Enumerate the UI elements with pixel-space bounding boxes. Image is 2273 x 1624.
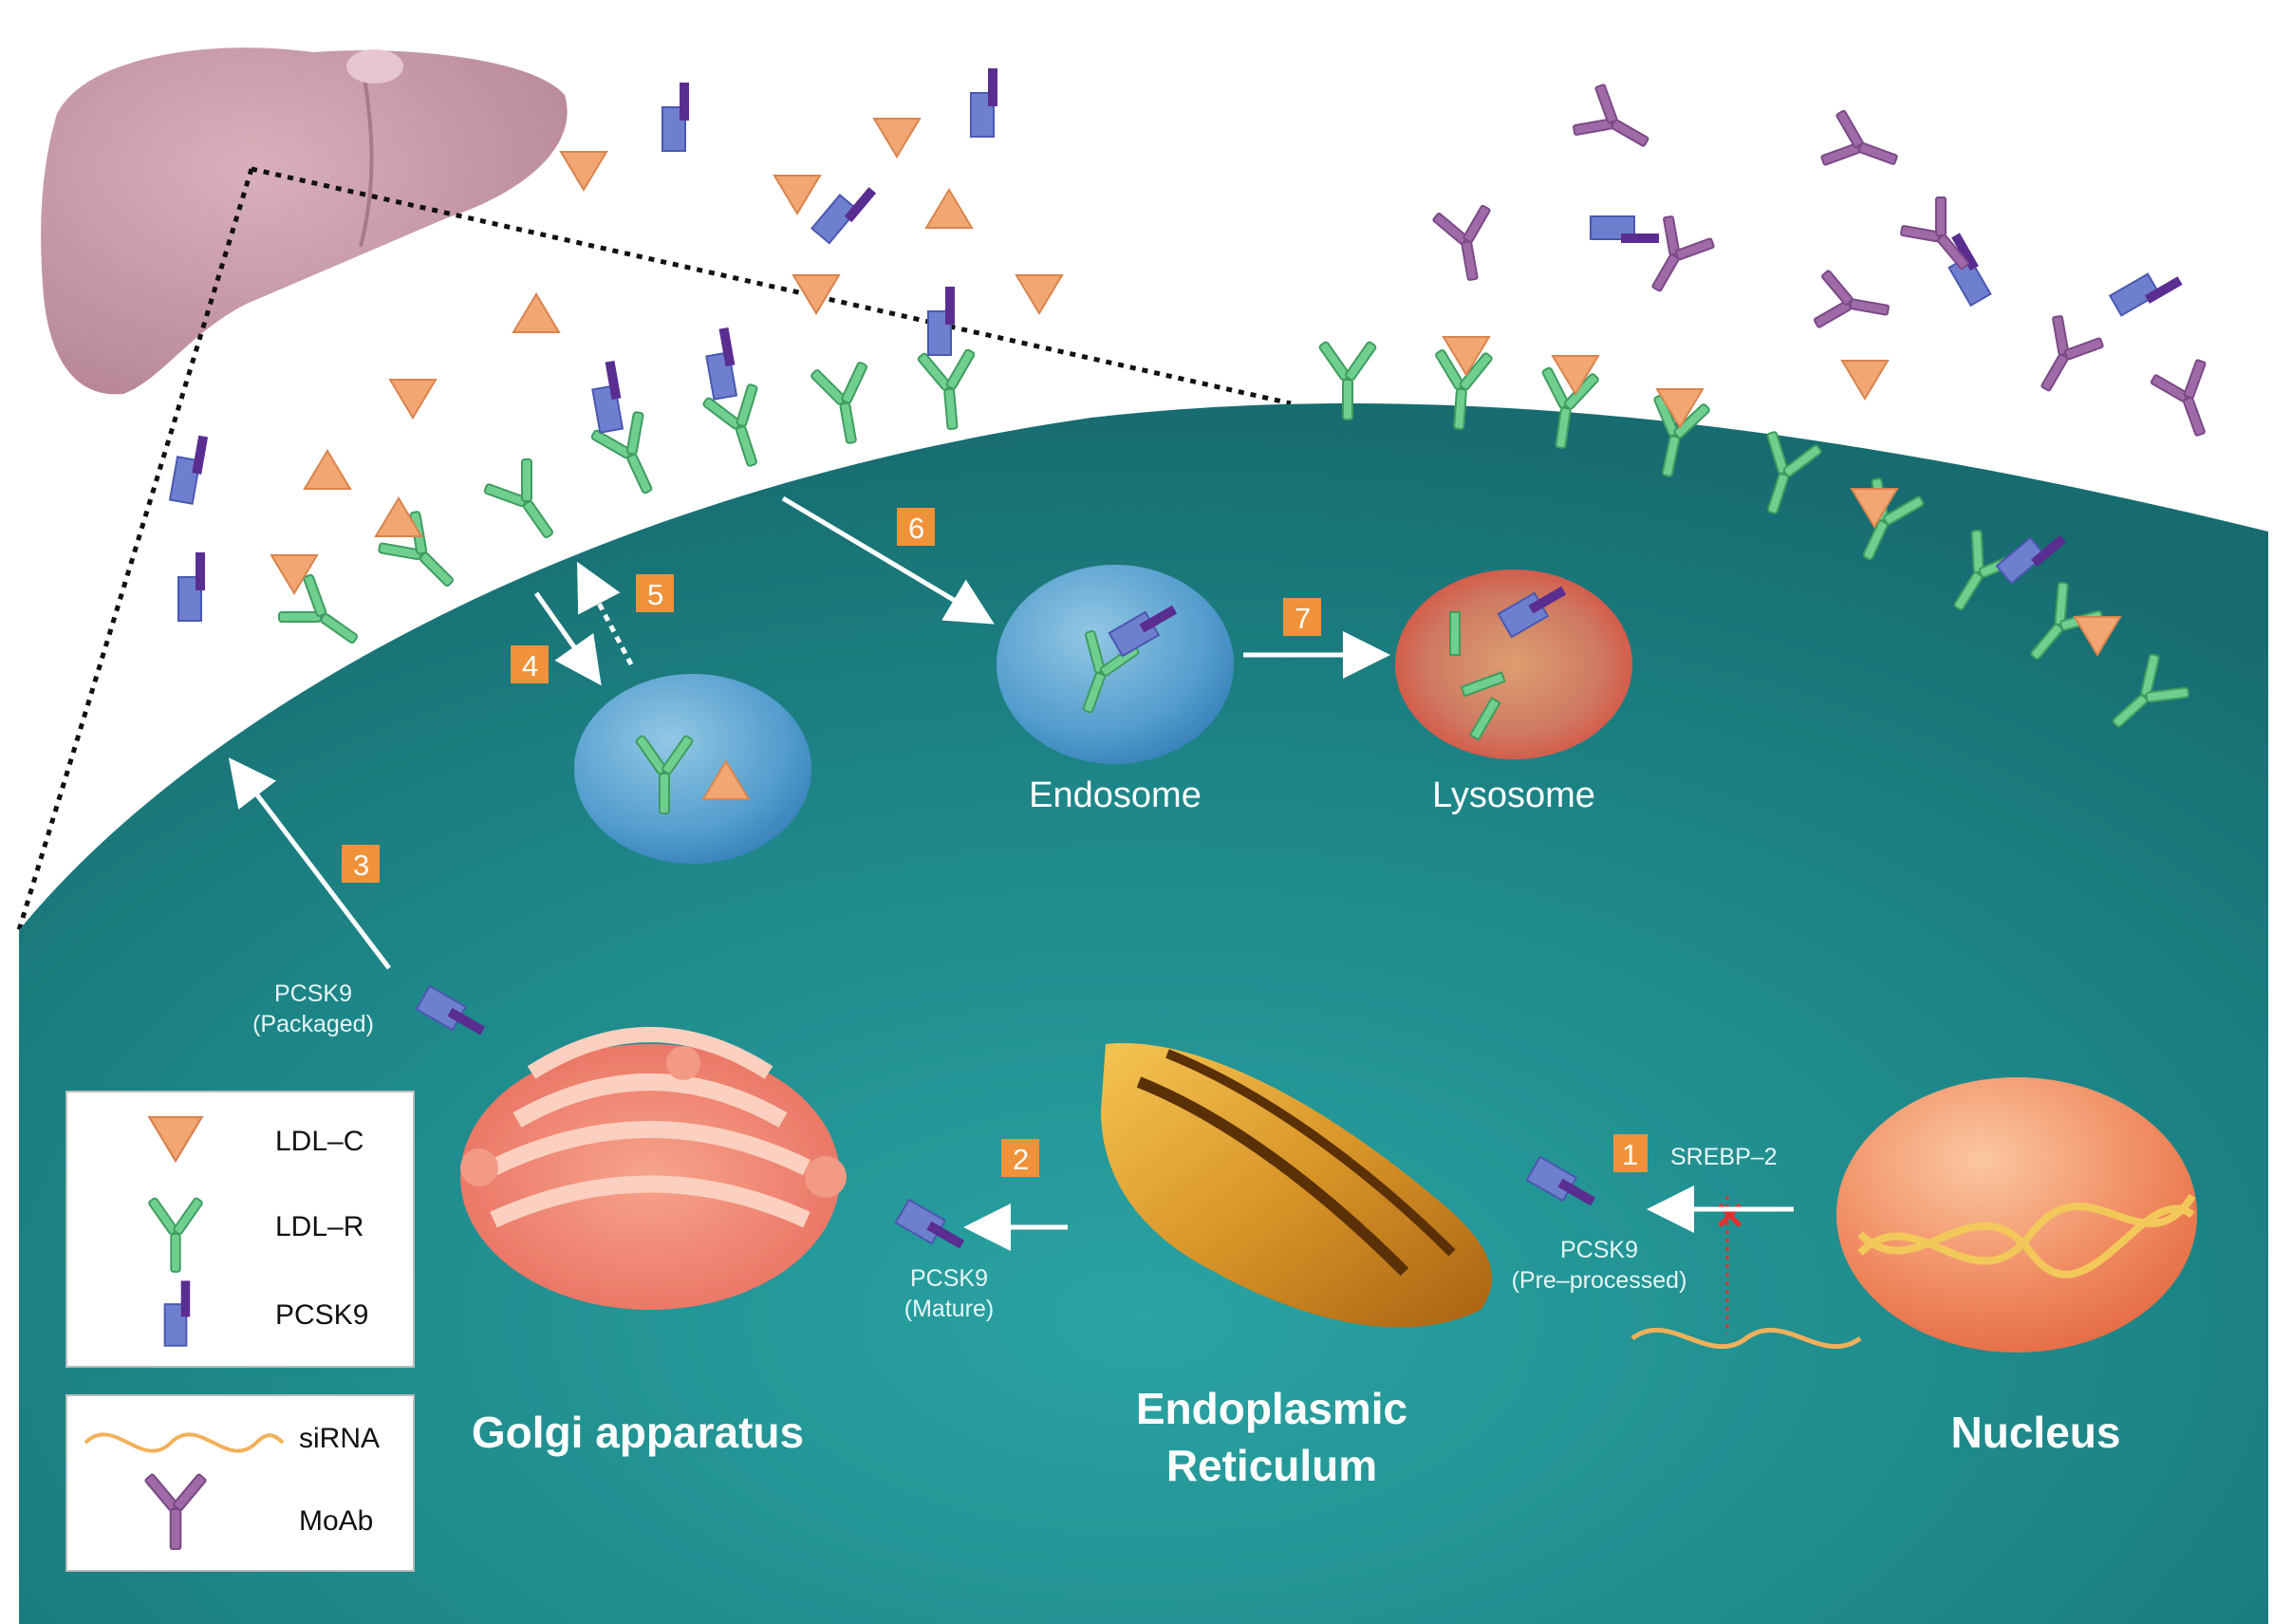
pathway-arrows [228, 495, 1794, 1251]
zoom-line [251, 166, 1292, 406]
endosome [997, 565, 1234, 764]
svg-text:MoAb: MoAb [299, 1505, 373, 1537]
hepatocyte-cell [19, 403, 2268, 1624]
step-badge-5: 5 [636, 574, 674, 612]
svg-text:5: 5 [647, 578, 663, 611]
nucleus [1836, 1077, 2197, 1353]
svg-text:4: 4 [522, 649, 538, 682]
svg-text:2: 2 [1013, 1143, 1029, 1176]
er-label-line1: Endoplasmic [1136, 1384, 1407, 1433]
legend-molecules: LDL–C LDL–R PCSK9 [65, 1091, 415, 1368]
pcsk9-mature-sub: (Mature) [904, 1296, 994, 1322]
pcsk9-packaged-sub: (Packaged) [252, 1011, 374, 1037]
svg-text:LDL–R: LDL–R [275, 1211, 363, 1242]
vesicle-recycling [574, 674, 811, 864]
er-label-line2: Reticulum [1166, 1441, 1377, 1490]
svg-text:1: 1 [1622, 1138, 1638, 1171]
pcsk9-preprocessed-label: PCSK9 [1560, 1237, 1638, 1263]
step-badge-2: 2 [1001, 1139, 1039, 1177]
ldlr-receptor [808, 359, 882, 449]
step-badge-7: 7 [1283, 598, 1321, 636]
lysosome [1395, 569, 1632, 759]
pcsk9-packaged-label: PCSK9 [274, 980, 352, 1007]
nucleus-label: Nucleus [1951, 1408, 2121, 1457]
legend-therapies: siRNA MoAb [65, 1394, 415, 1572]
golgi-apparatus [460, 1027, 847, 1310]
svg-text:6: 6 [908, 512, 924, 545]
ldlr-receptor [916, 346, 983, 433]
srebp2-label: SREBP–2 [1670, 1144, 1778, 1170]
endoplasmic-reticulum [1101, 1043, 1492, 1328]
step-badge-4: 4 [511, 645, 549, 683]
sirna-legend-icon [84, 1432, 285, 1453]
liver-illustration [41, 47, 568, 395]
pcsk9-preprocessed-sub: (Pre–processed) [1512, 1267, 1687, 1294]
step-badge-6: 6 [897, 508, 935, 546]
svg-text:7: 7 [1295, 602, 1311, 635]
svg-text:LDL–C: LDL–C [275, 1126, 363, 1157]
endosome-label: Endosome [1029, 775, 1202, 815]
inhibition-x-icon: ✕ [1714, 1196, 1746, 1238]
zoom-line-2 [16, 168, 254, 931]
golgi-label: Golgi apparatus [472, 1408, 804, 1457]
step-badge-1: 1 [1613, 1134, 1648, 1172]
sirna-strand: ✕ [1630, 1196, 1862, 1350]
svg-text:siRNA: siRNA [299, 1423, 380, 1454]
step-badge-3: 3 [342, 845, 380, 883]
lysosome-label: Lysosome [1432, 775, 1595, 815]
pcsk9-mature-label: PCSK9 [910, 1265, 988, 1292]
ldlr-receptor [479, 454, 575, 553]
svg-text:PCSK9: PCSK9 [275, 1299, 368, 1331]
svg-text:3: 3 [353, 849, 369, 882]
